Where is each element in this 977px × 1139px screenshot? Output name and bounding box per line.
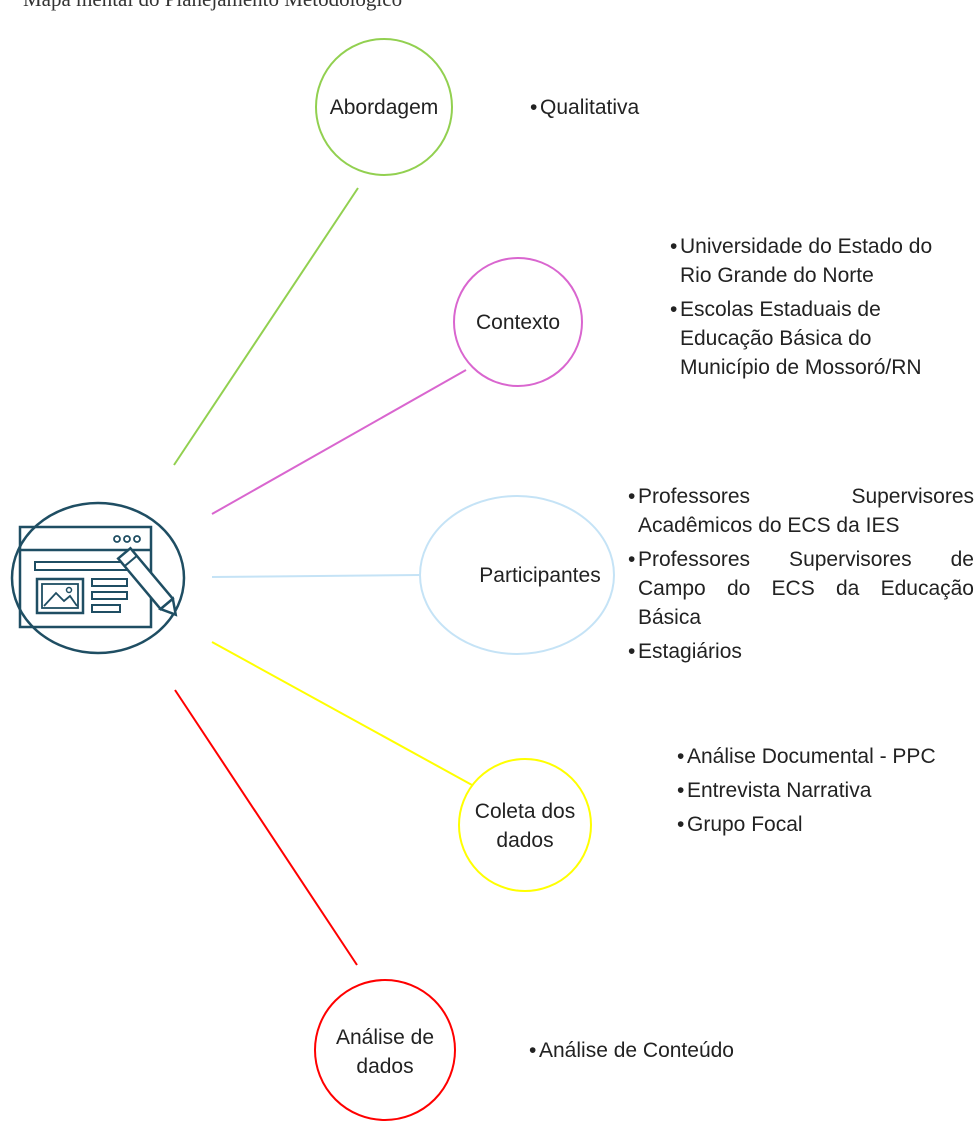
list-item: Análise de Conteúdo bbox=[529, 1036, 829, 1065]
list-item: Qualitativa bbox=[530, 93, 730, 122]
list-item: Universidade do Estado do Rio Grande do … bbox=[670, 232, 960, 290]
node-analise-label: Análise de dados bbox=[315, 1023, 455, 1081]
connector-coleta bbox=[211, 641, 473, 786]
abordagem-items: Qualitativa bbox=[530, 93, 730, 127]
node-participantes-label: Participantes bbox=[479, 564, 601, 587]
analise-items: Análise de Conteúdo bbox=[529, 1036, 829, 1070]
node-coleta-label-line2: dados bbox=[496, 829, 554, 852]
list-item: Professores Supervisores de Campo do ECS… bbox=[628, 545, 974, 632]
node-participantes-circle bbox=[419, 495, 615, 655]
list-item: Estagiários bbox=[628, 637, 974, 666]
contexto-items: Universidade do Estado do Rio Grande do … bbox=[670, 232, 960, 387]
connector-participantes bbox=[211, 574, 421, 578]
coleta-items: Análise Documental - PPC Entrevista Narr… bbox=[677, 742, 957, 844]
list-item: Análise Documental - PPC bbox=[677, 742, 957, 771]
list-item: Professores Supervisores Acadêmicos do E… bbox=[628, 482, 974, 540]
node-coleta-circle bbox=[458, 758, 592, 892]
node-coleta-label: Coleta dos dados bbox=[459, 797, 591, 855]
node-analise-circle bbox=[314, 979, 456, 1121]
list-item: Entrevista Narrativa bbox=[677, 776, 957, 805]
list-item: Escolas Estaduais de Educação Básica do … bbox=[670, 295, 960, 382]
participantes-items: Professores Supervisores Acadêmicos do E… bbox=[628, 482, 974, 671]
connector-analise bbox=[174, 689, 358, 966]
node-abordagem-label: Abordagem bbox=[329, 96, 439, 119]
list-item: Grupo Focal bbox=[677, 810, 957, 839]
node-analise-label-line1: Análise de bbox=[335, 1026, 435, 1049]
diagram-caption: Mapa mental do Planejamento Metodológico bbox=[23, 0, 402, 12]
node-abordagem-circle bbox=[315, 38, 453, 176]
node-contexto-circle bbox=[453, 257, 583, 387]
document-edit-icon bbox=[10, 501, 186, 655]
connector-contexto bbox=[211, 369, 467, 515]
node-analise-label-line2: dados bbox=[356, 1055, 414, 1078]
node-coleta-label-line1: Coleta dos bbox=[474, 800, 576, 823]
node-contexto-label: Contexto bbox=[475, 311, 561, 334]
connector-abordagem bbox=[173, 187, 359, 466]
